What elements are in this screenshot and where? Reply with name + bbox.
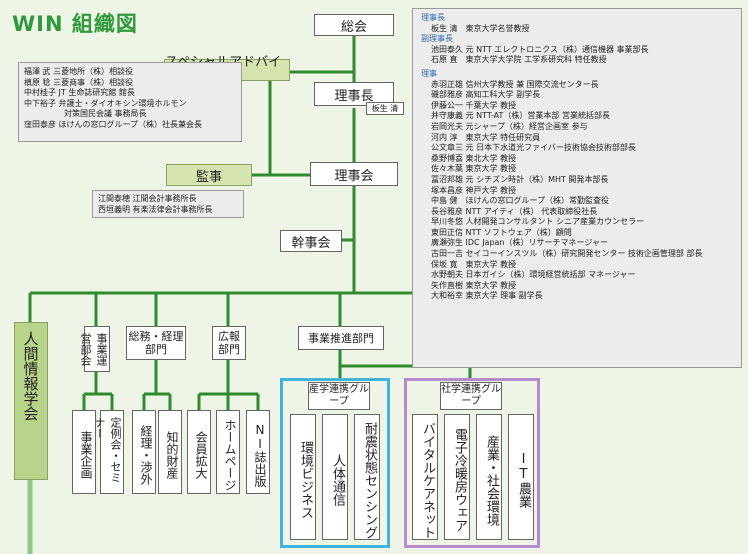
board-member-row: 板生 清 東京大学名誉教授 [431, 23, 530, 33]
advisor-row: 対策国民会議 事務局長 [24, 109, 147, 119]
board-member-row: 佐々木葉 東京大学 教授 [431, 164, 517, 174]
leaf-seismic: 耐震状態センシング [354, 414, 380, 540]
board-member-row: 中島 健 ほけんの窓口グループ（株）常勤監査役 [431, 196, 610, 206]
advisor-row: 槙原 稔 三菱商事（株）相談役 [24, 77, 134, 87]
board-member-row: 岩岡光夫 元シャープ（株）経営企画室 参与 [431, 121, 588, 131]
leaf-seminars: 定例会・セミナー [93, 410, 124, 494]
board-member-row: 伊藤公一 千葉大学 教授 [431, 100, 517, 110]
board-member-row: 水野朝夫 日本ガイシ（株）環境経営統括部 マネージャー [431, 270, 636, 280]
general-meeting-node: 総会 [314, 14, 394, 36]
secretariat-node: 事業運営部会 [79, 326, 110, 372]
board-member-row: 東田正信 NTT ソフトウェア（株）顧問 [431, 227, 572, 237]
leaf-membership: 会員拡大 [187, 410, 211, 494]
directors-header: 理事 [421, 68, 437, 78]
board-node: 理事会 [310, 162, 398, 186]
chairman-name-label: 板生 清 [366, 102, 404, 115]
board-member-row: 磯部雅彦 高知工科大学 副学長 [431, 90, 541, 100]
social-group-node: 社学連携グループ [440, 382, 502, 410]
leaf-social-env: 産業・社会環境 [476, 414, 502, 540]
advisor-row: 中村桂子 JT 生命誌研究館 館長 [24, 88, 135, 98]
auditor-node: 監事 [166, 164, 252, 186]
board-member-row: 赤羽正雄 信州大学教授 兼 国際交流センター長 [431, 79, 599, 89]
industry-academia-group-node: 産学連携グループ [308, 382, 370, 410]
board-member-row: 大和裕幸 東京大学 理事 副学長 [431, 291, 543, 301]
leaf-vital: バイタルケアネット [412, 414, 438, 540]
leaf-accounting: 経理・渉外 [132, 410, 156, 494]
board-member-row: 石原 直 東京大学大学院 工学系研究科 特任教授 [431, 55, 607, 65]
page-title: WIN 組織図 [12, 12, 138, 36]
leaf-env-business: 環境ビジネス [290, 414, 316, 540]
board-member-row: 矢作直樹 東京大学 教授 [431, 280, 517, 290]
general-accounting-node: 総務・経理部門 [126, 326, 186, 360]
board-member-row: 塚本昌彦 神戸大学 教授 [431, 185, 517, 195]
board-member-row: 長谷雅彦 NTT アイティ（株） 代表取締役社長 [431, 206, 598, 216]
auditor-row: 西垣義明 有楽法律会計事務所長 [98, 204, 213, 214]
leaf-peltier: 電子冷暖房ウェア [444, 414, 470, 540]
board-member-list: 理事長 板生 清 東京大学名誉教授 副理事長 池田泰久 元 NTT エレクトロニ… [412, 8, 742, 368]
board-member-row: 河内 淳 東京大学 特任研究員 [431, 132, 541, 142]
chairman-header: 理事長 [421, 13, 445, 22]
board-member-row: 早川冬悠 人材開発コンサルタント シニア産業カウンセラー [431, 217, 645, 227]
leaf-homepage: ホームページ [216, 410, 240, 494]
board-member-row: 桑野博喜 東北大学 教授 [431, 153, 517, 163]
auditor-list: 江間泰穂 江間会計事務所長 西垣義明 有楽法律会計事務所長 [92, 190, 244, 218]
business-promotion-node: 事業推進部門 [298, 326, 384, 350]
leaf-body-comm: 人体通信 [322, 414, 348, 540]
leaf-business-planning: 事業企画 [72, 410, 96, 494]
advisor-row: 中下裕子 弁護士・ダイオキシン環境ホルモン [24, 98, 187, 108]
leaf-ni-publication: NI誌出版 [246, 410, 270, 494]
vice-chairman-header: 副理事長 [421, 34, 453, 44]
leaf-it-agri: IT農業 [508, 414, 534, 540]
board-member-row: 冨沼邦雄 元 シチズン時計（株）MHT 開発本部長 [431, 174, 609, 184]
board-member-row: 池田泰久 元 NTT エレクトロニクス（株）通信機器 事業部長 [431, 44, 649, 54]
advisor-row: 福澤 武 三菱地所（株）相談役 [24, 67, 134, 76]
board-member-row: 井守康義 元 NTT-AT（株）営業本部 営業統括部長 [431, 111, 610, 121]
auditor-row: 江間泰穂 江間会計事務所長 [98, 194, 197, 203]
board-member-row: 公文章三 元 日本下水道光ファイバー技術協会技術部部長 [431, 143, 636, 153]
board-member-row: 保坂 寛 東京大学 教授 [431, 259, 517, 269]
pr-node: 広報部門 [212, 326, 246, 360]
human-info-society-node: 人間情報学会 [14, 322, 48, 480]
exec-committee-node: 幹事会 [280, 230, 342, 252]
advisor-row: 窪田泰彦 ほけんの窓口グループ（株）社長兼会長 [24, 119, 203, 129]
board-member-row: 廣瀬弥生 IDC Japan（株）リサーチマネージャー [431, 238, 608, 248]
leaf-ip: 知的財産 [158, 410, 182, 494]
advisor-list: 福澤 武 三菱地所（株）相談役 槙原 稔 三菱商事（株）相談役 中村桂子 JT … [18, 62, 242, 142]
board-member-row: 古田一吉 セイコーインスツル（株）研究開発センター 技術企画管理部 部長 [431, 249, 703, 259]
directors-rows: 赤羽正雄 信州大学教授 兼 国際交流センター長 磯部雅彦 高知工科大学 副学長 … [421, 80, 733, 302]
